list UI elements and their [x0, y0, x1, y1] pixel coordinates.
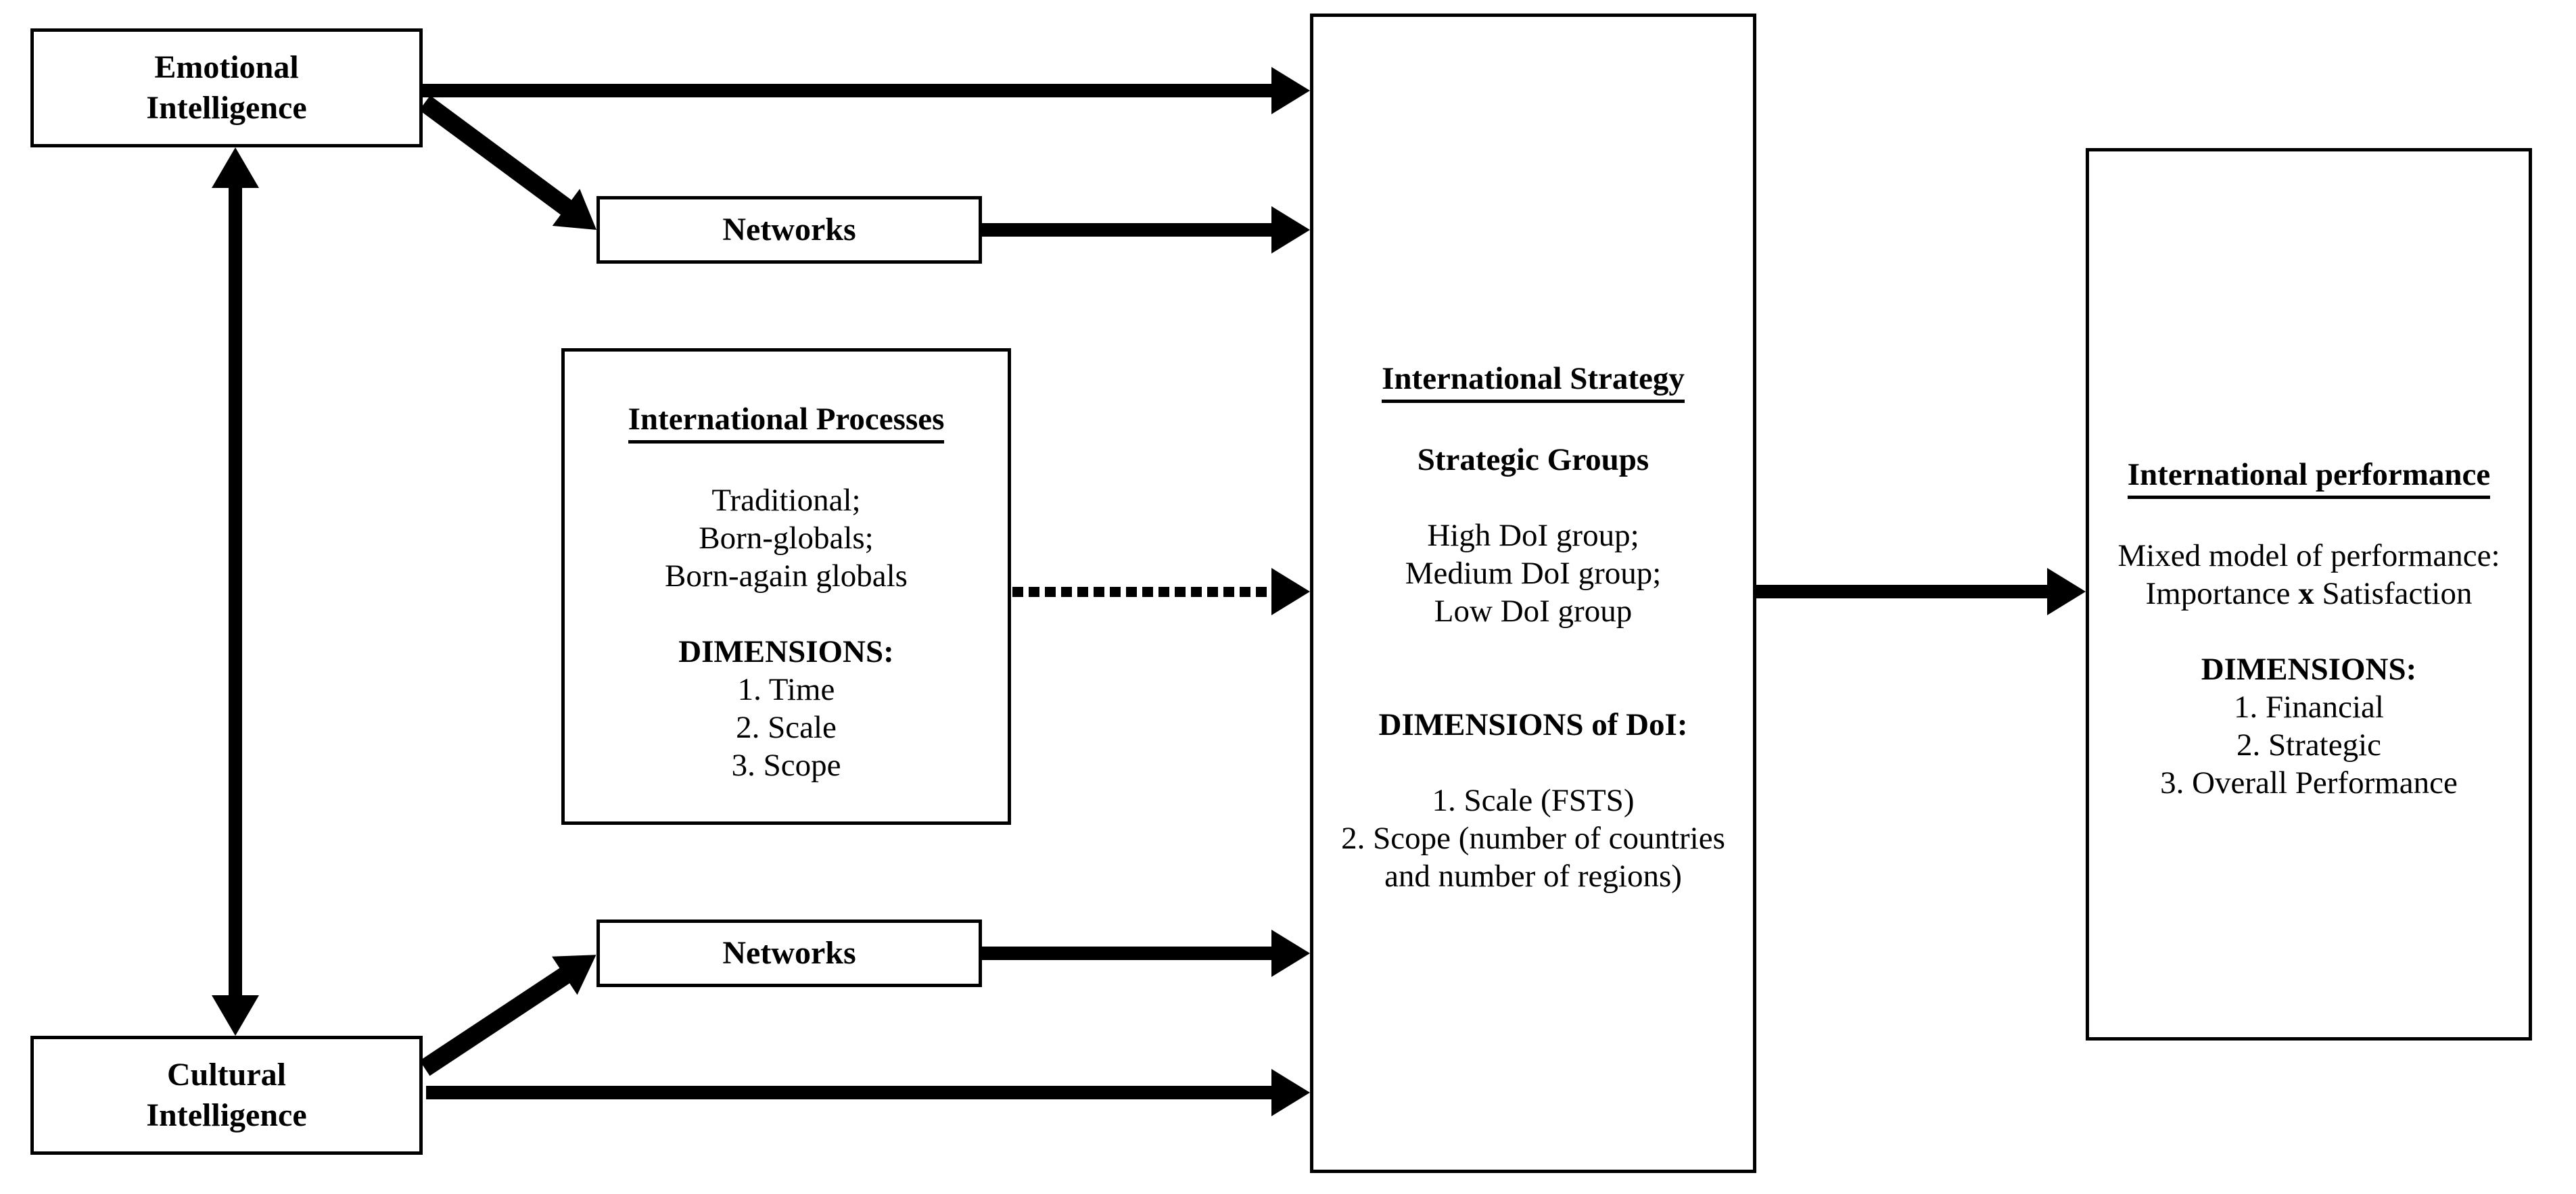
arrow-head-down-icon: [212, 995, 259, 1036]
arrow-head-right-icon: [1271, 67, 1310, 114]
processes-dimensions-heading: DIMENSIONS:: [678, 634, 894, 669]
spacer: [1313, 403, 1753, 441]
arrow-head-right-icon: [1271, 568, 1310, 615]
arrow-body: [419, 967, 571, 1076]
mixed-model-line: Mixed model of performance:: [2117, 538, 2500, 573]
spacer: [1313, 668, 1753, 706]
processes-dimension-line: 1. Time: [737, 672, 835, 707]
networks-bottom-label: Networks: [722, 935, 856, 971]
strategy-dimension-line: 2. Scope (number of countries: [1341, 821, 1725, 856]
emotional-intelligence-label-line1: Emotional: [154, 49, 299, 85]
box-international-performance: International performance Mixed model of…: [2086, 148, 2532, 1041]
international-performance-title-row: International performance: [2089, 456, 2529, 499]
arrow-head-right-icon: [1271, 1069, 1310, 1116]
importance-satisfaction-line: Importance x Satisfaction: [2089, 575, 2529, 613]
box-international-strategy: International Strategy Strategic Groups …: [1310, 14, 1756, 1173]
arrow-head-right-icon: [2047, 568, 2086, 615]
doi-group-line: High DoI group;: [1427, 518, 1639, 553]
strategy-dimension-line: and number of regions): [1384, 859, 1682, 894]
international-strategy-title-row: International Strategy: [1313, 360, 1753, 403]
international-strategy-title: International Strategy: [1382, 360, 1685, 403]
processes-dimension-line: 2. Scale: [736, 710, 837, 745]
box-networks-top: Networks: [596, 196, 982, 264]
arrow-body: [419, 95, 573, 216]
strategy-dimensions-heading: DIMENSIONS of DoI:: [1378, 707, 1688, 742]
arrow-body: [229, 184, 242, 999]
box-international-processes: International Processes Traditional; Bor…: [561, 348, 1011, 825]
arrow-body: [426, 1086, 1273, 1099]
arrow-head-right-icon: [1271, 930, 1310, 977]
cultural-intelligence-label-line1: Cultural: [166, 1057, 286, 1093]
importance-text: Importance: [2145, 576, 2291, 611]
arrow-body: [982, 947, 1273, 960]
box-networks-bottom: Networks: [596, 920, 982, 987]
performance-dimension-line: 2. Strategic: [2236, 727, 2382, 763]
spacer: [565, 444, 1008, 481]
networks-top-label: Networks: [722, 212, 856, 247]
arrow-head-right-icon: [1271, 206, 1310, 254]
performance-dimensions-heading: DIMENSIONS:: [2201, 652, 2417, 687]
international-processes-title-row: International Processes: [565, 400, 1008, 444]
spacer: [565, 595, 1008, 633]
multiply-x-text: x: [2298, 576, 2314, 611]
performance-dimension-line: 1. Financial: [2234, 690, 2384, 725]
spacer: [1313, 630, 1753, 668]
performance-dimension-line: 3. Overall Performance: [2160, 765, 2458, 801]
emotional-intelligence-label-line2: Intelligence: [146, 90, 307, 126]
box-emotional-intelligence: Emotional Intelligence: [30, 28, 423, 147]
dotted-arrow-body: [1012, 587, 1273, 597]
spacer: [1313, 479, 1753, 517]
processes-dimension-line: 3. Scope: [731, 748, 841, 783]
spacer: [1313, 744, 1753, 782]
spacer: [2089, 613, 2529, 650]
cultural-intelligence-label-line2: Intelligence: [146, 1097, 307, 1133]
satisfaction-text: Satisfaction: [2322, 576, 2473, 611]
process-type-line: Traditional;: [711, 483, 861, 518]
arrow-body: [1756, 585, 2049, 598]
arrow-body: [982, 223, 1273, 237]
doi-group-line: Medium DoI group;: [1405, 556, 1662, 591]
process-type-line: Born-again globals: [665, 558, 908, 594]
doi-group-line: Low DoI group: [1434, 594, 1633, 629]
arrow-emotional-to-networks-top: [411, 84, 611, 249]
arrow-body: [423, 84, 1273, 97]
international-performance-title: International performance: [2127, 456, 2491, 499]
arrow-head-up-icon: [212, 147, 259, 188]
international-processes-title: International Processes: [628, 400, 945, 444]
spacer: [2089, 499, 2529, 537]
arrow-cultural-to-networks-bottom: [412, 935, 609, 1088]
box-cultural-intelligence: Cultural Intelligence: [30, 1036, 423, 1155]
strategy-dimension-line: 1. Scale (FSTS): [1432, 783, 1635, 818]
strategic-groups-heading: Strategic Groups: [1417, 442, 1649, 477]
process-type-line: Born-globals;: [699, 521, 874, 556]
